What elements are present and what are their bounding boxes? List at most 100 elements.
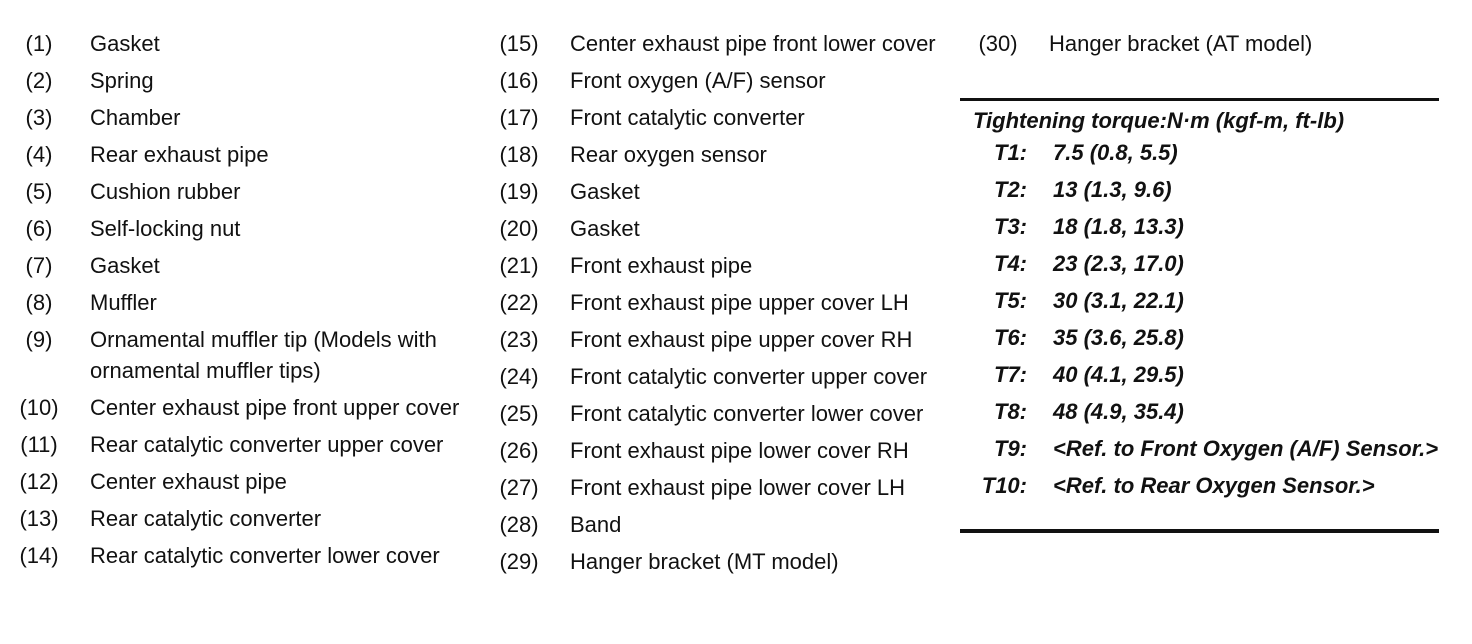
part-name: Gasket [570, 179, 640, 204]
torque-key: T7: [994, 362, 1027, 387]
torque-row: T7: 40 (4.1, 29.5) [960, 359, 1439, 396]
part-item: (1) Gasket [16, 28, 486, 65]
parts-legend-column-2: (15) Center exhaust pipe front lower cov… [494, 28, 964, 583]
part-item: (11) Rear catalytic converter upper cove… [16, 429, 486, 466]
part-item: (6) Self-locking nut [16, 213, 486, 250]
part-number: (8) [25, 290, 53, 315]
torque-key: T1: [994, 140, 1027, 165]
torque-key: T6: [994, 325, 1027, 350]
part-number: (28) [499, 512, 539, 537]
torque-value: 48 (4.9, 35.4) [1053, 399, 1184, 424]
part-name: Front catalytic converter [570, 105, 805, 130]
part-item: (16) Front oxygen (A/F) sensor [494, 65, 964, 102]
torque-row: T4: 23 (2.3, 17.0) [960, 248, 1439, 285]
part-item: (28) Band [494, 509, 964, 546]
parts-legend-column-3: (30) Hanger bracket (AT model) [973, 28, 1443, 65]
part-name: Rear catalytic converter [90, 506, 322, 531]
torque-key: T4: [994, 251, 1027, 276]
part-name: Gasket [90, 31, 160, 56]
part-item: (3) Chamber [16, 102, 486, 139]
torque-key: T10: [981, 473, 1027, 498]
part-number: (30) [978, 31, 1018, 56]
part-number: (24) [499, 364, 539, 389]
part-name: Front exhaust pipe lower cover RH [570, 438, 909, 463]
torque-key: T5: [994, 288, 1027, 313]
part-number: (22) [499, 290, 539, 315]
part-number: (1) [25, 31, 53, 56]
part-name: Center exhaust pipe [90, 469, 287, 494]
part-item: (5) Cushion rubber [16, 176, 486, 213]
part-number: (18) [499, 142, 539, 167]
part-name: Front catalytic converter upper cover [570, 364, 928, 389]
part-number: (11) [20, 432, 58, 457]
part-number: (26) [499, 438, 539, 463]
torque-value: 23 (2.3, 17.0) [1053, 251, 1184, 276]
torque-row: T1: 7.5 (0.8, 5.5) [960, 137, 1439, 174]
part-name: Rear catalytic converter upper cover [90, 432, 444, 457]
part-item: (21) Front exhaust pipe [494, 250, 964, 287]
part-name: Front exhaust pipe lower cover LH [570, 475, 906, 500]
part-number: (27) [499, 475, 539, 500]
torque-row: T3: 18 (1.8, 13.3) [960, 211, 1439, 248]
part-number: (15) [499, 31, 539, 56]
part-number: (25) [499, 401, 539, 426]
part-item: (25) Front catalytic converter lower cov… [494, 398, 964, 435]
torque-value: 35 (3.6, 25.8) [1053, 325, 1184, 350]
part-name: Band [570, 512, 622, 537]
part-number: (10) [19, 395, 59, 420]
part-name: Hanger bracket (MT model) [570, 549, 839, 574]
torque-key: T9: [994, 436, 1027, 461]
part-number: (5) [25, 179, 53, 204]
part-name: Rear oxygen sensor [570, 142, 767, 167]
torque-row: T9: <Ref. to Front Oxygen (A/F) Sensor.> [960, 433, 1439, 470]
part-item: (22) Front exhaust pipe upper cover LH [494, 287, 964, 324]
part-item: (20) Gasket [494, 213, 964, 250]
part-name: Front exhaust pipe upper cover RH [570, 327, 913, 352]
part-item: (9) Ornamental muffler tip (Models with … [16, 324, 486, 392]
part-name: Front exhaust pipe [570, 253, 753, 278]
part-item: (14) Rear catalytic converter lower cove… [16, 540, 486, 577]
part-item: (12) Center exhaust pipe [16, 466, 486, 503]
part-number: (23) [499, 327, 539, 352]
part-number: (13) [19, 506, 59, 531]
torque-key: T2: [994, 177, 1027, 202]
parts-legend-column-1: (1) Gasket (2) Spring (3) Chamber (4) Re… [16, 28, 486, 577]
part-item: (10) Center exhaust pipe front upper cov… [16, 392, 486, 429]
part-name: Cushion rubber [90, 179, 241, 204]
part-number: (4) [25, 142, 53, 167]
part-name: Hanger bracket (AT model) [1049, 31, 1313, 56]
part-number: (2) [25, 68, 53, 93]
torque-key: T8: [994, 399, 1027, 424]
part-item: (23) Front exhaust pipe upper cover RH [494, 324, 964, 361]
part-item: (4) Rear exhaust pipe [16, 139, 486, 176]
part-number: (12) [19, 469, 59, 494]
torque-spec-table: Tightening torque:N·m (kgf-m, ft-lb) T1:… [960, 98, 1439, 533]
part-name: Muffler [90, 290, 157, 315]
part-name: Spring [90, 68, 154, 93]
torque-table-title: Tightening torque:N·m (kgf-m, ft-lb) [973, 108, 1345, 133]
part-name: Center exhaust pipe front upper cover [90, 395, 460, 420]
part-name: Ornamental muffler tip (Models with orna… [90, 327, 437, 383]
part-item: (13) Rear catalytic converter [16, 503, 486, 540]
part-name: Chamber [90, 105, 181, 130]
part-name: Rear catalytic converter lower cover [90, 543, 440, 568]
torque-value: 30 (3.1, 22.1) [1053, 288, 1184, 313]
part-item: (19) Gasket [494, 176, 964, 213]
torque-row: T10: <Ref. to Rear Oxygen Sensor.> [960, 470, 1439, 507]
part-number: (19) [499, 179, 539, 204]
torque-value: 7.5 (0.8, 5.5) [1053, 140, 1178, 165]
torque-row: T5: 30 (3.1, 22.1) [960, 285, 1439, 322]
part-item: (17) Front catalytic converter [494, 102, 964, 139]
part-number: (9) [25, 327, 53, 352]
torque-row: T8: 48 (4.9, 35.4) [960, 396, 1439, 433]
part-item: (7) Gasket [16, 250, 486, 287]
torque-value: 18 (1.8, 13.3) [1053, 214, 1184, 239]
part-name: Gasket [570, 216, 640, 241]
part-number: (6) [25, 216, 53, 241]
part-name: Front exhaust pipe upper cover LH [570, 290, 909, 315]
part-item: (29) Hanger bracket (MT model) [494, 546, 964, 583]
part-number: (7) [25, 253, 53, 278]
torque-row: T2: 13 (1.3, 9.6) [960, 174, 1439, 211]
part-number: (17) [499, 105, 539, 130]
part-name: Gasket [90, 253, 160, 278]
